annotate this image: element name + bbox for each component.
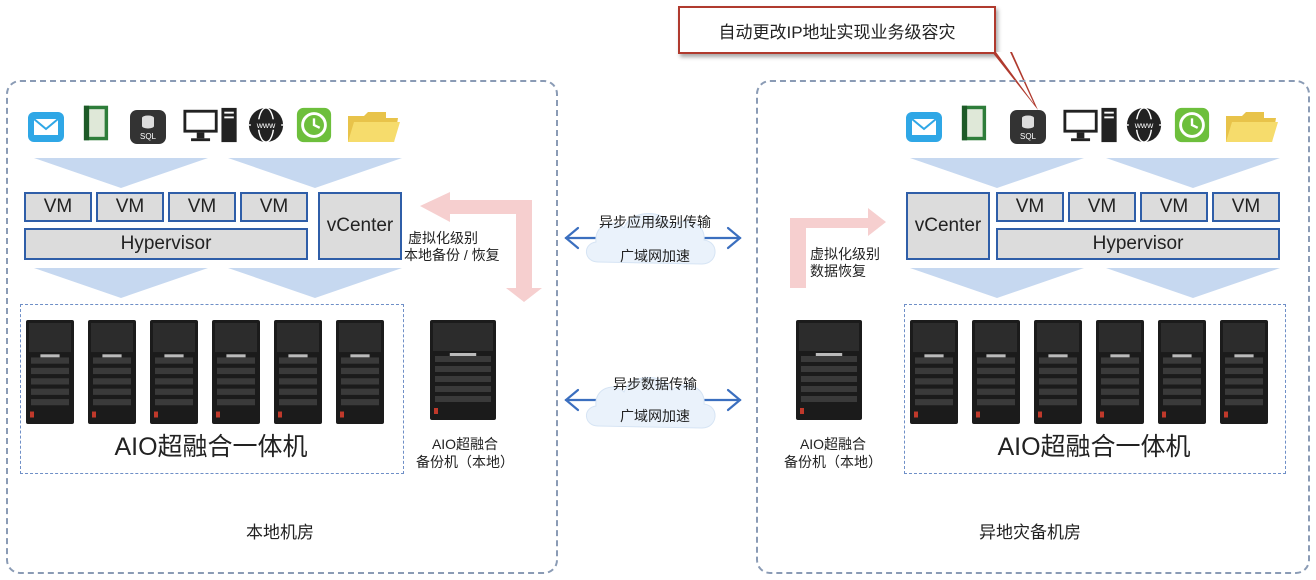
- local-recovery-line1: 虚拟化级别: [408, 230, 478, 246]
- book-icon: [961, 105, 987, 141]
- book-icon: [83, 105, 109, 141]
- sql-icon-text: SQL: [140, 132, 157, 141]
- remote-vcenter: vCenter: [906, 192, 990, 260]
- local-vm-4: VM: [240, 192, 308, 222]
- local-vm-1: VM: [24, 192, 92, 222]
- local-server-5: [274, 320, 322, 429]
- www-icon-text: www: [1134, 120, 1154, 130]
- link-2-bottom-label: 广域网加速: [620, 408, 690, 424]
- local-cluster-label: AIO超融合一体机: [114, 433, 308, 461]
- remote-cluster-label: AIO超融合一体机: [997, 433, 1191, 461]
- local-backup-label-line2: 备份机（本地）: [416, 454, 514, 470]
- local-hypervisor: Hypervisor: [24, 228, 308, 260]
- local-site-label: 本地机房: [246, 523, 314, 542]
- remote-backup-label-line1: AIO超融合: [799, 436, 867, 452]
- remote-vm-1: VM: [996, 192, 1064, 222]
- remote-server-1: [910, 320, 958, 429]
- remote-server-4: [1096, 320, 1144, 429]
- sql-database-icon: SQL: [1010, 110, 1046, 144]
- local-server-4: [212, 320, 260, 429]
- remote-server-6: [1220, 320, 1268, 429]
- local-server-3: [150, 320, 198, 429]
- local-server-6: [336, 320, 384, 429]
- sql-icon-text: SQL: [1020, 132, 1037, 141]
- link-1-top-label: 异步应用级别传输: [599, 214, 711, 230]
- local-vm-3: VM: [168, 192, 236, 222]
- remote-server-3: [1034, 320, 1082, 429]
- remote-vm-3: VM: [1140, 192, 1208, 222]
- mail-icon: [28, 112, 64, 142]
- remote-site: [756, 80, 1310, 574]
- remote-vm-2: VM: [1068, 192, 1136, 222]
- link-1-bottom-label: 广域网加速: [620, 248, 690, 264]
- link-2-top-label: 异步数据传输: [613, 376, 697, 392]
- remote-hypervisor: Hypervisor: [996, 228, 1280, 260]
- remote-backup-tower: [796, 320, 862, 425]
- clock-icon: [1174, 107, 1210, 143]
- ip-failover-callout: 自动更改IP地址实现业务级容灾: [678, 6, 996, 54]
- local-server-1: [26, 320, 74, 429]
- callout-text: 自动更改IP地址实现业务级容灾: [718, 22, 956, 42]
- local-recovery-line2: 本地备份 / 恢复: [404, 247, 500, 263]
- computer-icon: [183, 107, 237, 143]
- sql-database-icon: SQL: [130, 110, 166, 144]
- mail-icon: [906, 112, 942, 142]
- local-vcenter: vCenter: [318, 192, 402, 260]
- local-site: [6, 80, 558, 574]
- remote-backup-label-line2: 备份机（本地）: [784, 454, 882, 470]
- remote-site-label: 异地灾备机房: [979, 523, 1081, 542]
- www-globe-icon: www: [1126, 107, 1162, 143]
- computer-icon: [1063, 107, 1117, 143]
- folder-icon: [1226, 112, 1278, 142]
- local-server-2: [88, 320, 136, 429]
- local-backup-label-line1: AIO超融合: [431, 436, 499, 452]
- remote-recovery-line2: 数据恢复: [810, 263, 866, 279]
- local-vm-2: VM: [96, 192, 164, 222]
- clock-icon: [296, 107, 332, 143]
- www-globe-icon: www: [248, 107, 284, 143]
- local-cluster: [20, 304, 404, 474]
- remote-cluster: [904, 304, 1286, 474]
- folder-icon: [348, 112, 400, 142]
- www-icon-text: www: [256, 120, 276, 130]
- remote-server-2: [972, 320, 1020, 429]
- remote-vm-4: VM: [1212, 192, 1280, 222]
- remote-recovery-line1: 虚拟化级别: [810, 246, 880, 262]
- local-backup-tower: [430, 320, 496, 425]
- remote-server-5: [1158, 320, 1206, 429]
